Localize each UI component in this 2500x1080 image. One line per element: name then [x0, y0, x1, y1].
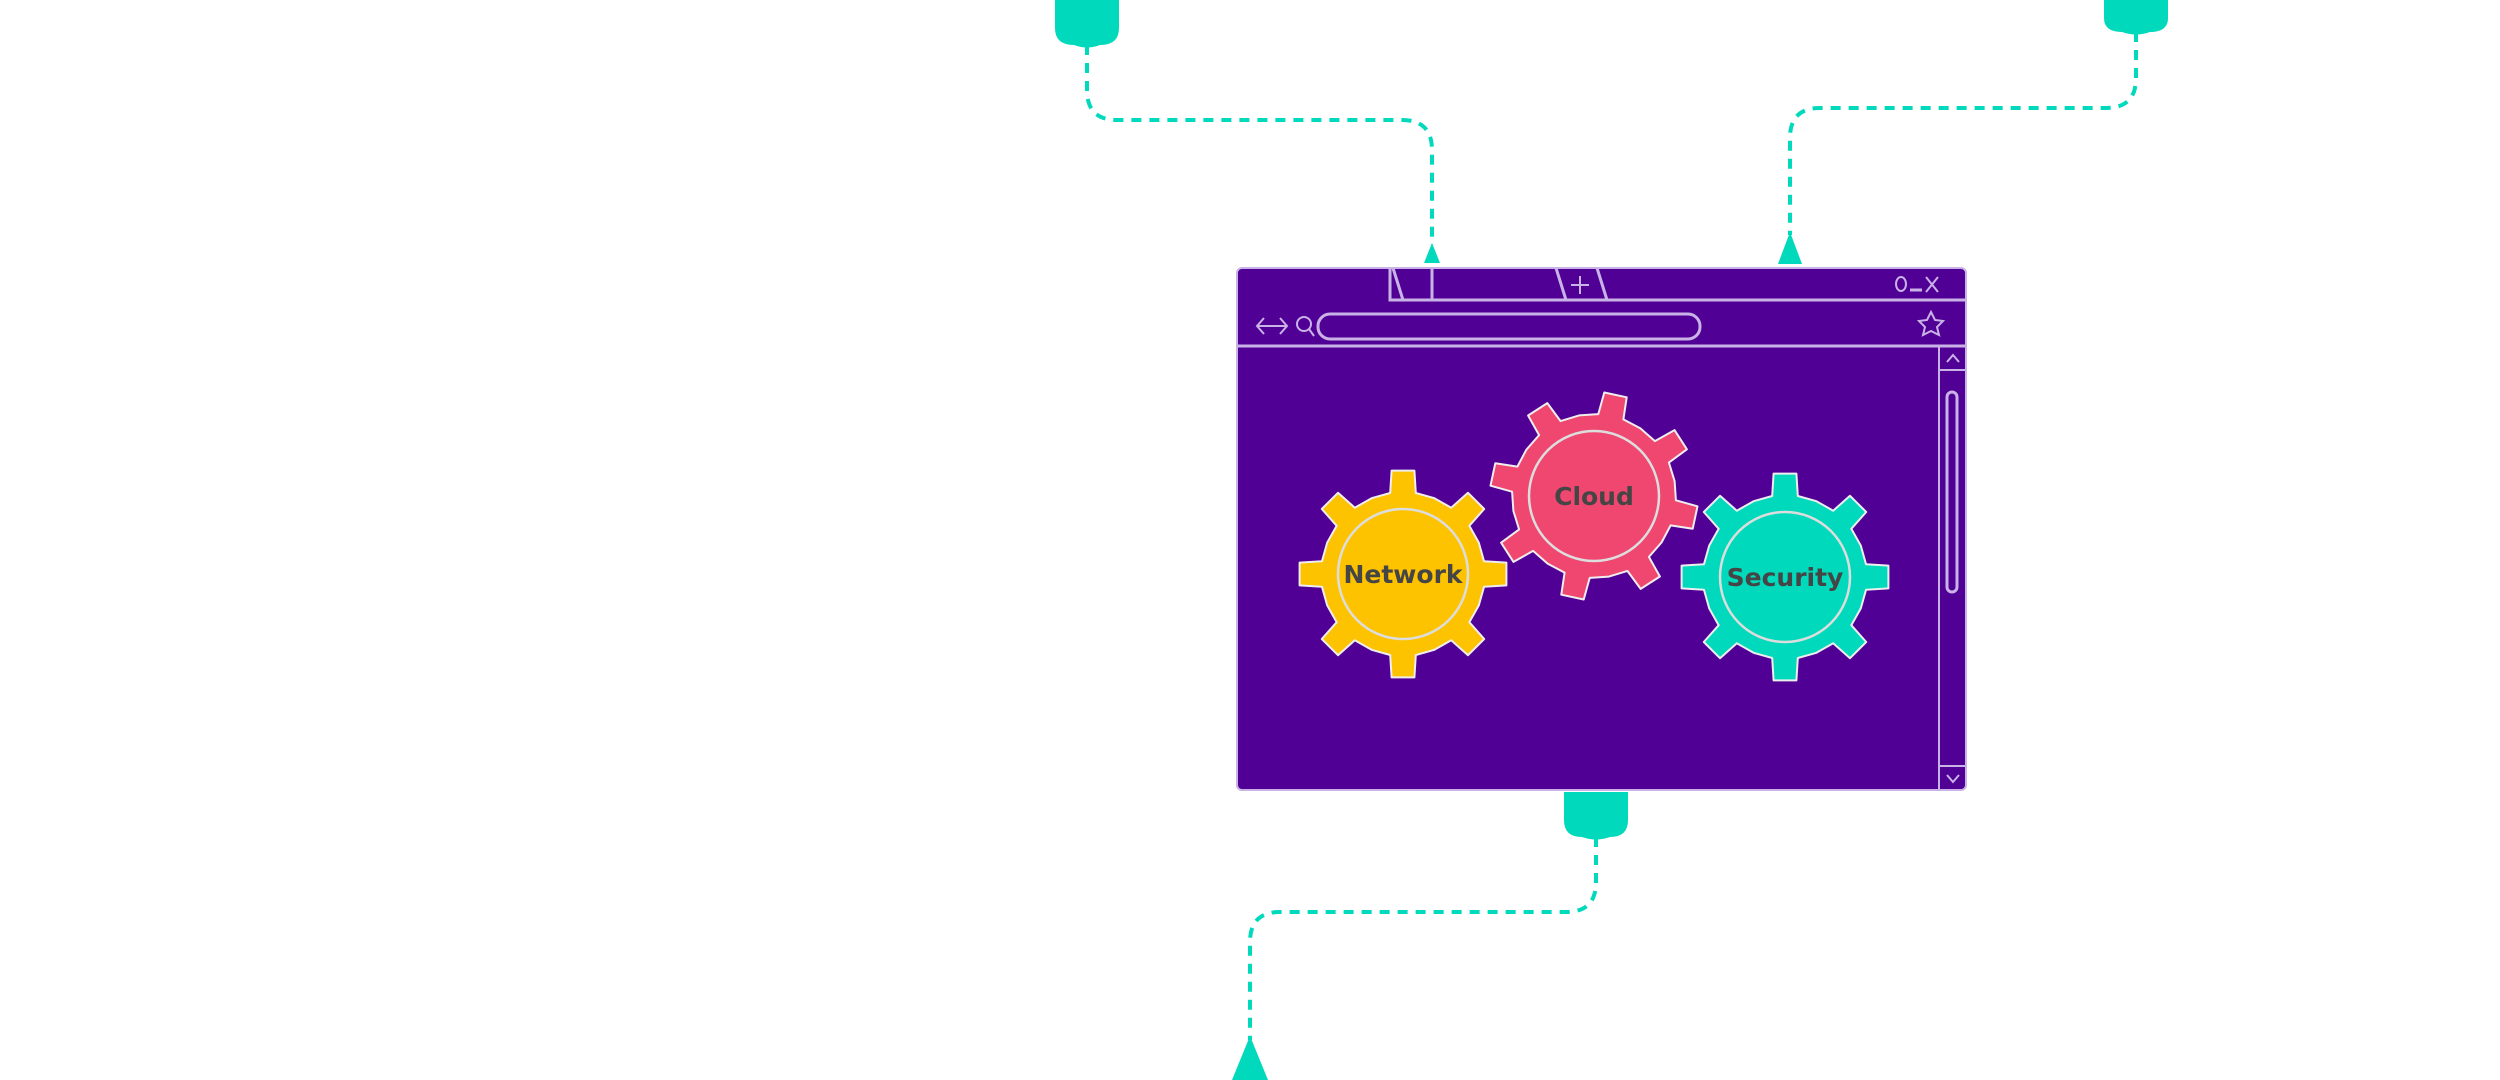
gear-cloud: Cloud — [1489, 391, 1699, 601]
gear-cloud-inner-ring — [1527, 429, 1661, 563]
connector-bottom — [1248, 837, 1598, 1040]
gear-security-inner-ring — [1718, 510, 1852, 644]
restore-icon[interactable] — [1895, 276, 1907, 292]
back-arrow-icon[interactable] — [1255, 317, 1272, 335]
scrollbar-thumb[interactable] — [1945, 390, 1959, 594]
scrollbar-track[interactable] — [1938, 346, 1966, 790]
connector-top-right — [1788, 32, 2138, 235]
gear-network-shape — [1298, 469, 1508, 679]
connector-cap-bottom — [1564, 792, 1628, 840]
gear-network: Network — [1298, 469, 1508, 679]
arrow-head-top-left — [1424, 243, 1440, 263]
gear-network-inner-ring — [1336, 507, 1470, 641]
close-icon[interactable] — [1925, 276, 1939, 293]
scroll-up-icon[interactable] — [1946, 353, 1960, 363]
gear-cloud-label: Cloud — [1554, 482, 1634, 511]
connector-top-left — [1085, 45, 1434, 245]
connector-cap-top-left — [1055, 0, 1119, 48]
arrow-head-bottom — [1232, 1036, 1268, 1080]
address-bar[interactable] — [1316, 312, 1702, 341]
arrow-head-top-right — [1778, 232, 1802, 264]
star-icon[interactable] — [1916, 309, 1946, 337]
gear-security-shape — [1680, 472, 1890, 682]
browser-tab[interactable] — [1391, 267, 1609, 301]
new-tab-plus-icon[interactable] — [1571, 276, 1589, 294]
gear-cloud-shape — [1489, 391, 1699, 601]
forward-arrow-icon[interactable] — [1272, 317, 1289, 335]
gear-network-label: Network — [1343, 560, 1463, 589]
connector-cap-top-right — [2104, 0, 2168, 35]
tab-bar-line — [1388, 268, 1966, 302]
gear-security-label: Security — [1727, 563, 1844, 592]
scroll-down-icon[interactable] — [1946, 774, 1960, 784]
gear-security: Security — [1680, 472, 1890, 682]
search-icon[interactable] — [1296, 316, 1315, 337]
